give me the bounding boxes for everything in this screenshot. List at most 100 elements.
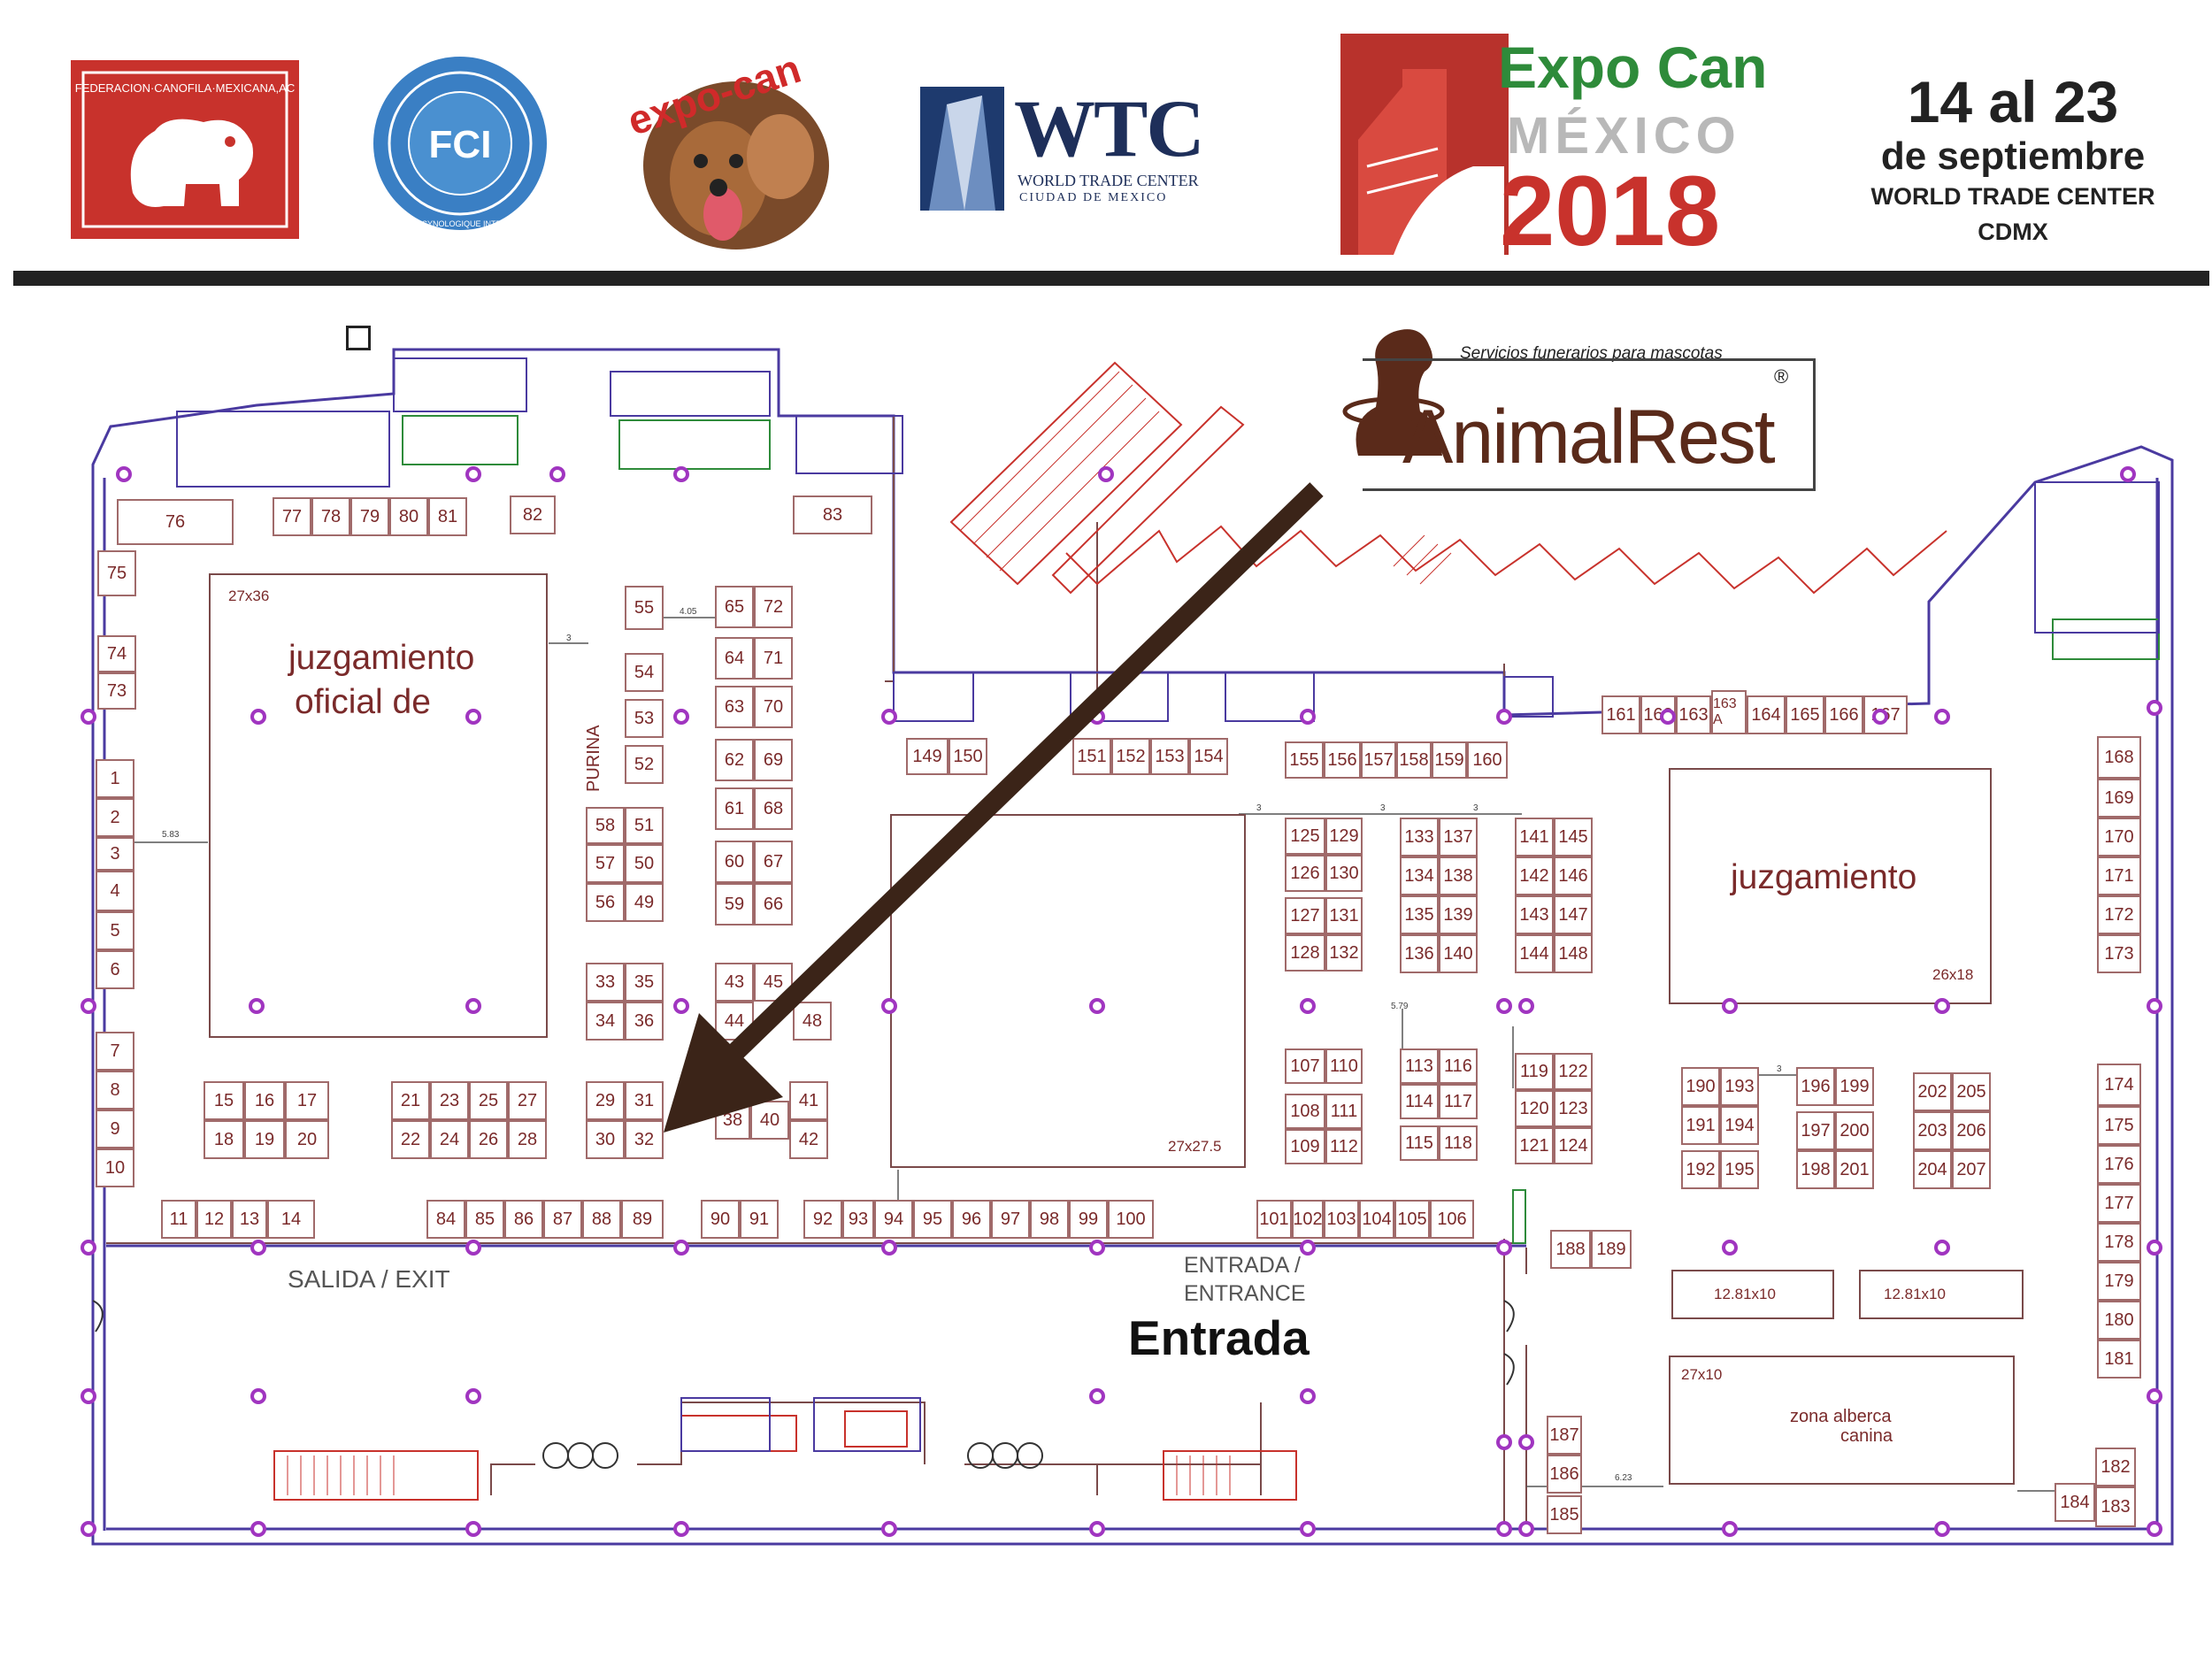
booth: 122: [1554, 1053, 1593, 1090]
booth: 163: [1676, 695, 1711, 734]
booth: 129: [1325, 818, 1363, 855]
wtc-line1: WORLD TRADE CENTER: [1018, 172, 1199, 189]
booth: 174: [2097, 1064, 2141, 1106]
pillar-marker: [2147, 1240, 2162, 1256]
pillar-marker: [1934, 998, 1950, 1014]
exit-label: SALIDA / EXIT: [288, 1265, 450, 1293]
booth: 85: [465, 1200, 504, 1239]
booth: 195: [1720, 1150, 1759, 1189]
event-dates: 14 al 23 de septiembre WORLD TRADE CENTE…: [1840, 69, 2185, 250]
booth: 108: [1285, 1094, 1325, 1129]
pillar-marker: [1300, 709, 1316, 725]
fcm-logo: FEDERACION·CANOFILA·MEXICANA,AC: [71, 60, 299, 239]
pillar-marker: [1300, 1521, 1316, 1537]
judging-hall-right: juzgamiento 26x18: [1669, 768, 1992, 1004]
booth: 120: [1515, 1090, 1554, 1127]
booth: 183: [2095, 1486, 2136, 1527]
pillar-marker: [1089, 1388, 1105, 1404]
pillar-marker: [673, 1521, 689, 1537]
booth: 38: [715, 1101, 750, 1140]
dim-label: 3: [1777, 1064, 1782, 1074]
hall-center-size: 27x27.5: [1168, 1138, 1222, 1155]
booth: 112: [1325, 1129, 1363, 1164]
booth: 101: [1256, 1200, 1292, 1239]
booth: 196: [1796, 1067, 1835, 1106]
dim-label: 4.05: [680, 607, 697, 617]
booth: 26: [469, 1120, 508, 1159]
booth: 60: [715, 841, 754, 883]
booth: 136: [1400, 934, 1439, 973]
pillar-marker: [881, 998, 897, 1014]
pillar-marker: [1518, 1434, 1534, 1450]
pool-size: 27x10: [1681, 1366, 1723, 1383]
dim-label: 3: [1473, 803, 1479, 813]
entrada-callout: Entrada: [1128, 1310, 1310, 1365]
booth: 34: [586, 1002, 625, 1041]
pool-zone: 27x10 zona alberca canina: [1669, 1356, 2015, 1485]
event-logo-graphic: [1340, 34, 1509, 255]
pillar-marker: [1496, 1240, 1512, 1256]
booth: 147: [1554, 895, 1593, 934]
booth: 116: [1439, 1048, 1478, 1084]
booth: 20: [285, 1120, 329, 1159]
booth: 145: [1554, 818, 1593, 856]
fci-logo: FCI FEDERATION CYNOLOGIQUE INTERNATIONAL…: [370, 57, 551, 230]
entrance-label-2: ENTRANCE: [1184, 1281, 1306, 1306]
pillar-marker: [881, 1240, 897, 1256]
booth: 159: [1432, 741, 1467, 779]
booth: 65: [715, 586, 754, 628]
booth: 95: [913, 1200, 952, 1239]
booth: 91: [740, 1200, 779, 1239]
pillar-marker: [1300, 1388, 1316, 1404]
booth: 2: [96, 798, 134, 837]
booth: 181: [2097, 1340, 2141, 1379]
booth: 128: [1285, 934, 1325, 972]
fci-center-text: FCI: [429, 123, 492, 166]
booth: 144: [1515, 934, 1554, 973]
booth: 55: [625, 586, 664, 630]
booth: 191: [1681, 1106, 1720, 1145]
booth: 154: [1189, 738, 1228, 775]
hall-left-title: juzgamiento: [288, 639, 475, 677]
booth: 83: [793, 495, 872, 534]
pillar-marker: [2120, 466, 2136, 482]
booth: 172: [2097, 895, 2141, 934]
booth: 204: [1913, 1150, 1952, 1189]
booth: 45: [754, 963, 793, 1002]
booth: 94: [874, 1200, 913, 1239]
booth: 168: [2097, 736, 2141, 779]
sponsor-tagline: Servicios funerarios para mascotas: [1460, 344, 1723, 363]
booth: 198: [1796, 1150, 1835, 1189]
booth: 25: [469, 1081, 508, 1120]
booth: 105: [1394, 1200, 1430, 1239]
booth: 113: [1400, 1048, 1439, 1084]
booth: 41: [789, 1081, 828, 1120]
booth: 131: [1325, 897, 1363, 934]
pillar-marker: [673, 998, 689, 1014]
booth: 49: [625, 883, 664, 922]
sponsor-frame: [1363, 358, 1816, 491]
booth: 206: [1952, 1111, 1991, 1150]
booth: 157: [1361, 741, 1396, 779]
booth: 179: [2097, 1262, 2141, 1301]
pillar-marker: [1518, 998, 1534, 1014]
pillar-marker: [1722, 1240, 1738, 1256]
booth: 150: [949, 738, 987, 775]
dates-line1: 14 al 23: [1907, 69, 2119, 134]
pillar-marker: [250, 1388, 266, 1404]
booth: 36: [625, 1002, 664, 1041]
pillar-marker: [1300, 1240, 1316, 1256]
hall-left-size: 27x36: [228, 588, 270, 604]
judging-hall-left: 27x36 juzgamiento oficial de: [209, 573, 548, 1038]
booth: 4: [96, 871, 134, 911]
pillar-marker: [250, 1240, 266, 1256]
booth: 155: [1285, 741, 1324, 779]
booth: 31: [625, 1081, 664, 1120]
pillar-marker: [1300, 998, 1316, 1014]
dim-label: 5.79: [1391, 1002, 1409, 1011]
booth: 121: [1515, 1127, 1554, 1164]
booth: 166: [1824, 695, 1863, 734]
event-logo: Expo Can MÉXICO 2018: [1340, 34, 1787, 266]
pillar-marker: [465, 1240, 481, 1256]
booth: 53: [625, 699, 664, 738]
